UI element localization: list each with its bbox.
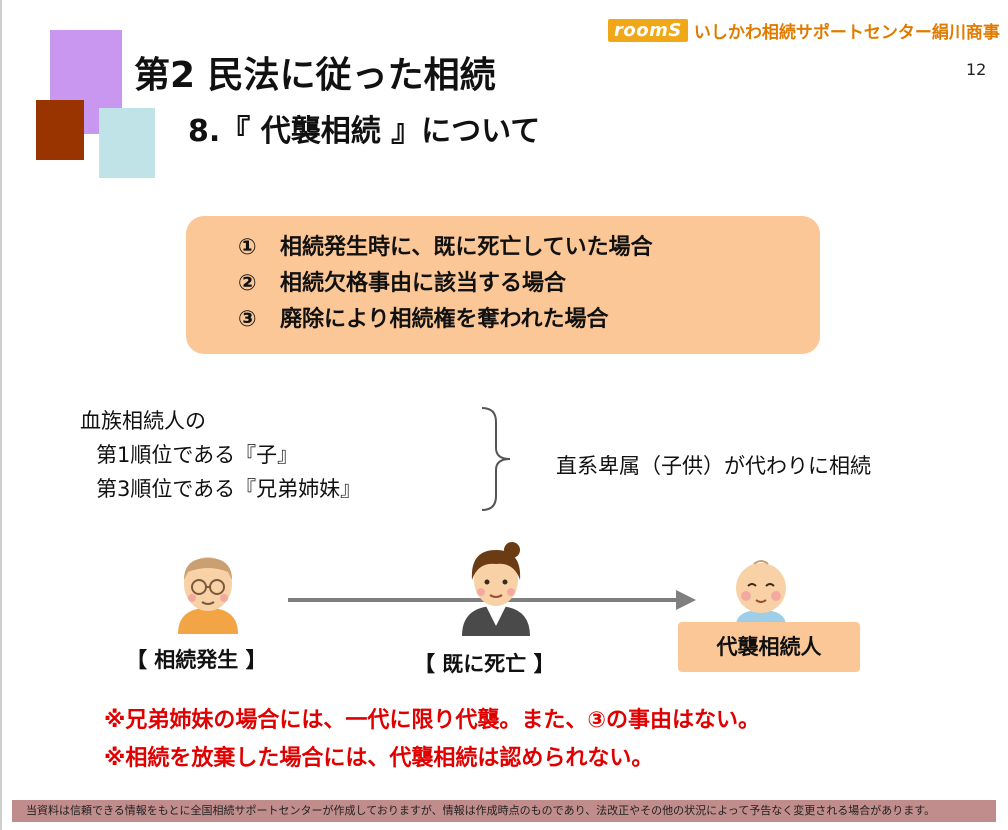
cases-list: ① 相続発生時に、既に死亡していた場合 ② 相続欠格事由に該当する場合 ③ 廃除により… bbox=[238, 230, 653, 338]
blood-heirs-text: 血族相続人の 第1順位である『子』 第3順位である『兄弟姉妹』 bbox=[80, 404, 361, 506]
heirs-line-3: 第3順位である『兄弟姉妹』 bbox=[96, 477, 362, 501]
logo-company-name: いしかわ相続サポートセンター絹川商事 bbox=[693, 23, 1000, 43]
slide-left-border bbox=[0, 0, 2, 830]
page-subtitle: 8.『 代襲相続 』について bbox=[188, 114, 541, 149]
footer-disclaimer: 当資料は信頼できる情報をもとに全国相続サポートセンターが作成しておりますが、情報… bbox=[12, 800, 996, 822]
page-title: 第2 民法に従った相続 bbox=[134, 55, 496, 96]
notes: ※兄弟姉妹の場合には、一代に限り代襲。また、③の事由はない。 ※相続を放棄した場… bbox=[104, 702, 760, 778]
substitute-inherit-text: 直系卑属（子供）が代わりに相続 bbox=[556, 454, 871, 478]
decor-square-brown bbox=[36, 100, 84, 160]
logo-mark: roomS bbox=[608, 19, 688, 42]
case-number: ① bbox=[238, 235, 257, 260]
cases-box: ① 相続発生時に、既に死亡していた場合 ② 相続欠格事由に該当する場合 ③ 廃除により… bbox=[186, 216, 820, 354]
case-item: ② 相続欠格事由に該当する場合 bbox=[238, 266, 653, 302]
heirs-line-1: 血族相続人の bbox=[80, 409, 206, 433]
already-deceased-label: 【 既に死亡 】 bbox=[414, 652, 555, 676]
page-number: 12 bbox=[966, 60, 987, 79]
case-text: 相続欠格事由に該当する場合 bbox=[280, 271, 567, 296]
company-logo: roomS いしかわ相続サポートセンター絹川商事 bbox=[608, 18, 1000, 43]
inheritance-occurrence-label: 【 相続発生 】 bbox=[126, 648, 267, 672]
heirs-line-2: 第1順位である『子』 bbox=[96, 443, 299, 467]
case-item: ③ 廃除により相続権を奪われた場合 bbox=[238, 302, 653, 338]
note-siblings: ※兄弟姉妹の場合には、一代に限り代襲。また、③の事由はない。 bbox=[104, 708, 761, 733]
woman-icon bbox=[462, 542, 530, 636]
case-text: 廃除により相続権を奪われた場合 bbox=[280, 307, 609, 332]
substitute-heir-label: 代襲相続人 bbox=[678, 622, 860, 672]
case-item: ① 相続発生時に、既に死亡していた場合 bbox=[238, 230, 653, 266]
case-number: ② bbox=[238, 271, 257, 296]
brace-icon bbox=[481, 407, 511, 511]
case-number: ③ bbox=[238, 307, 257, 332]
note-renunciation: ※相続を放棄した場合には、代襲相続は認められない。 bbox=[104, 746, 654, 771]
decor-square-teal bbox=[99, 108, 155, 178]
case-text: 相続発生時に、既に死亡していた場合 bbox=[280, 235, 653, 260]
grandfather-icon bbox=[178, 557, 238, 634]
baby-icon bbox=[736, 560, 786, 626]
